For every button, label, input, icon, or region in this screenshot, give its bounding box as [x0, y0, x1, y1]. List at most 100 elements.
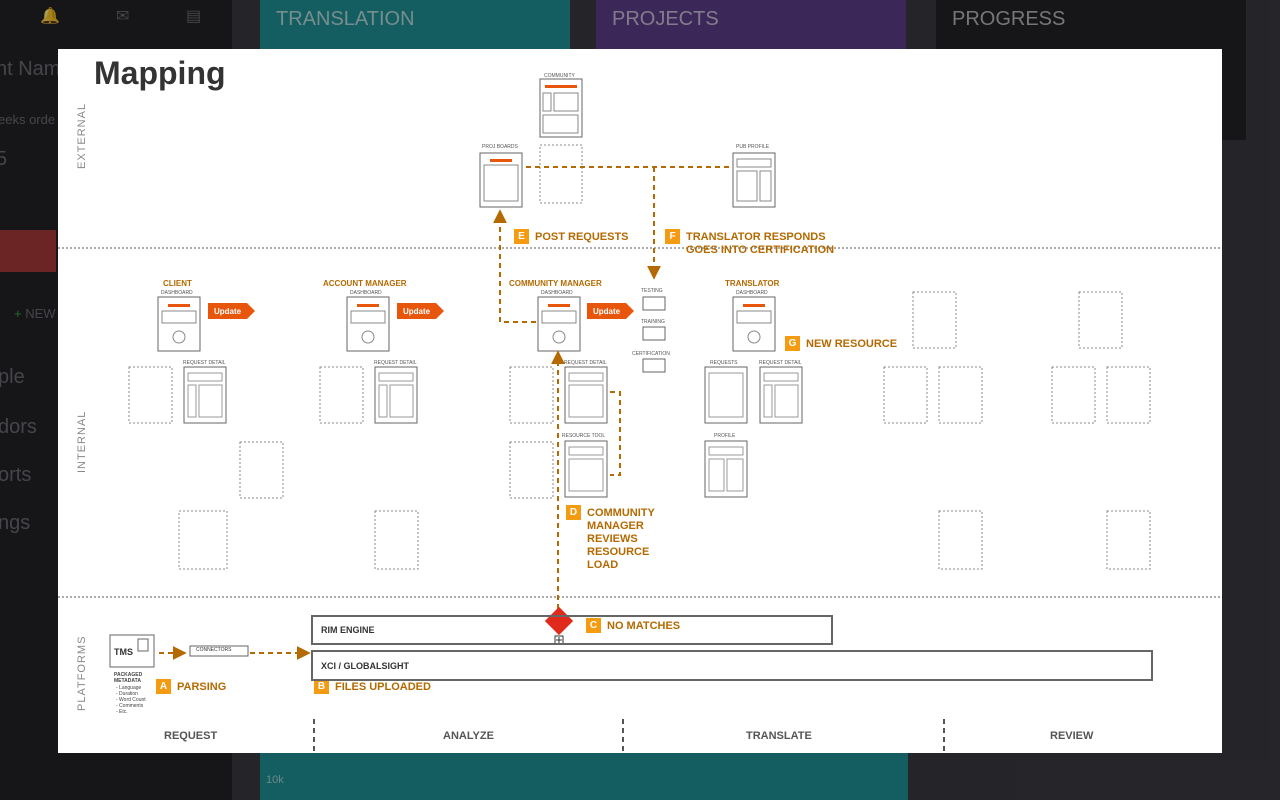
resource-tool-label: RESOURCE TOOL — [562, 433, 606, 439]
resource-tool-link — [610, 391, 621, 476]
column-request: REQUEST — [164, 730, 218, 742]
role-client: CLIENT — [163, 279, 192, 288]
am-request-detail-screen — [374, 366, 418, 424]
bottom-chart-tile: 10k — [260, 752, 908, 800]
metadata-comments: - Comments — [116, 703, 144, 709]
metadata-etc: - Etc. — [116, 709, 128, 715]
client-dashboard-screen — [157, 296, 201, 352]
requests-label: REQUESTS — [710, 360, 738, 366]
account-manager-dashboard-screen — [346, 296, 390, 352]
am-request-detail-label: REQUEST DETAIL — [374, 360, 417, 366]
proj-boards-label: PROJ BOARDS — [482, 144, 518, 150]
xci-globalsight-bar: XCI / GLOBALSIGHT — [311, 650, 1153, 681]
book-icon: ▤ — [186, 8, 202, 25]
community-screen — [539, 78, 583, 138]
training-icon — [642, 326, 666, 341]
testing-label: TESTING — [641, 288, 663, 294]
bell-icon: 🔔 — [40, 8, 60, 25]
translator-dashboard-screen — [732, 296, 776, 352]
placeholder-screens — [128, 291, 1151, 570]
bg-weeks-text: eeks orde — [0, 112, 56, 127]
step-f: F TRANSLATOR RESPONDS GOES INTO CERTIFIC… — [665, 229, 856, 257]
step-b-badge: B — [314, 679, 329, 694]
bg-nav-settings: ngs — [0, 512, 31, 534]
decision-diamond — [544, 606, 574, 636]
step-e: E POST REQUESTS — [514, 229, 629, 244]
client-update-flag: Update — [208, 303, 256, 319]
step-c-text: NO MATCHES — [607, 620, 681, 632]
step-g: G NEW RESOURCE — [785, 336, 897, 351]
bg-nav-reports: orts — [0, 464, 32, 486]
step-e-text: POST REQUESTS — [535, 231, 629, 243]
client-dashboard-label: DASHBOARD — [161, 290, 193, 296]
community-manager-dashboard-screen — [537, 296, 581, 352]
step-d-text: COMMUNITY MANAGER REVIEWS RESOURCE LOAD — [587, 507, 655, 571]
metadata-word-count: - Word Count — [116, 697, 146, 703]
translator-request-detail-screen — [759, 366, 803, 424]
am-update-flag: Update — [397, 303, 445, 319]
diagram-lines — [58, 78, 1222, 753]
profile-label: PROFILE — [714, 433, 736, 439]
role-account-manager: ACCOUNT MANAGER — [323, 279, 407, 288]
metadata-language: - Language — [116, 685, 142, 691]
zone-label-external: EXTERNAL — [76, 102, 88, 169]
translator-request-detail-label: REQUEST DETAIL — [759, 360, 802, 366]
step-b-text: FILES UPLOADED — [335, 681, 431, 693]
bg-nav-vendors: dors — [0, 416, 37, 438]
testing-icon — [642, 296, 666, 311]
training-label: TRAINING — [641, 319, 665, 325]
cm-request-detail-label: REQUEST DETAIL — [564, 360, 607, 366]
tms-box — [109, 634, 155, 668]
page-title: Mapping — [94, 55, 226, 91]
column-analyze: ANALYZE — [443, 730, 494, 742]
step-c: C NO MATCHES — [586, 618, 680, 633]
step-e-badge: E — [514, 229, 529, 244]
post-requests-arrow — [493, 209, 536, 323]
translator-requests-screen — [704, 366, 748, 424]
metadata-duration: - Duration — [116, 691, 138, 697]
translator-dashboard-label: DASHBOARD — [736, 290, 768, 296]
client-request-detail-label: REQUEST DETAIL — [183, 360, 226, 366]
step-f-badge: F — [665, 229, 680, 244]
bg-nav-people: ple — [0, 366, 25, 388]
bg-mini-chart — [0, 230, 56, 272]
step-g-text: NEW RESOURCE — [806, 338, 898, 350]
bg-number: 5 — [0, 148, 8, 170]
packaged-metadata-label: PACKAGED METADATA — [114, 672, 143, 684]
proj-boards-screen — [479, 152, 523, 208]
step-a: A PARSING — [156, 679, 226, 694]
cm-request-detail-screen — [564, 366, 608, 424]
am-dashboard-label: DASHBOARD — [350, 290, 382, 296]
step-a-text: PARSING — [177, 681, 227, 693]
step-a-badge: A — [156, 679, 171, 694]
role-translator: TRANSLATOR — [725, 279, 780, 288]
zone-label-platforms: PLATFORMS — [76, 635, 88, 711]
connectors-label: CONNECTORS — [196, 647, 232, 653]
column-translate: TRANSLATE — [746, 730, 812, 742]
mapping-diagram-panel: Mapping EXTERNAL INTERNAL PLATFORMS COMM… — [58, 49, 1222, 753]
step-b: B FILES UPLOADED — [314, 679, 431, 694]
pub-profile-screen — [732, 152, 776, 208]
bottom-axis-label: 10k — [266, 774, 284, 786]
resource-tool-screen — [564, 440, 608, 498]
step-d: D COMMUNITY MANAGER REVIEWS RESOURCE LOA… — [566, 505, 663, 572]
bg-new-button: + NEW — [14, 306, 56, 321]
cm-dashboard-label: DASHBOARD — [541, 290, 573, 296]
step-g-badge: G — [785, 336, 800, 351]
role-community-manager: COMMUNITY MANAGER — [509, 279, 602, 288]
rim-engine-bar: RIM ENGINE — [311, 615, 833, 645]
translator-profile-screen — [704, 440, 748, 498]
certification-label: CERTIFICATION — [632, 351, 670, 357]
step-f-text: TRANSLATOR RESPONDS GOES INTO CERTIFICAT… — [686, 231, 835, 256]
tms-label: TMS — [114, 647, 133, 657]
client-request-detail-screen — [183, 366, 227, 424]
zone-label-internal: INTERNAL — [76, 410, 88, 473]
pub-profile-label: PUB PROFILE — [736, 144, 770, 150]
bg-name-field: nt Nam — [0, 58, 61, 80]
step-c-badge: C — [586, 618, 601, 633]
community-label: COMMUNITY — [544, 73, 575, 79]
step-d-badge: D — [566, 505, 581, 520]
column-review: REVIEW — [1050, 730, 1094, 742]
connectors-box — [189, 645, 249, 657]
placeholder-screen-ext — [539, 144, 583, 204]
